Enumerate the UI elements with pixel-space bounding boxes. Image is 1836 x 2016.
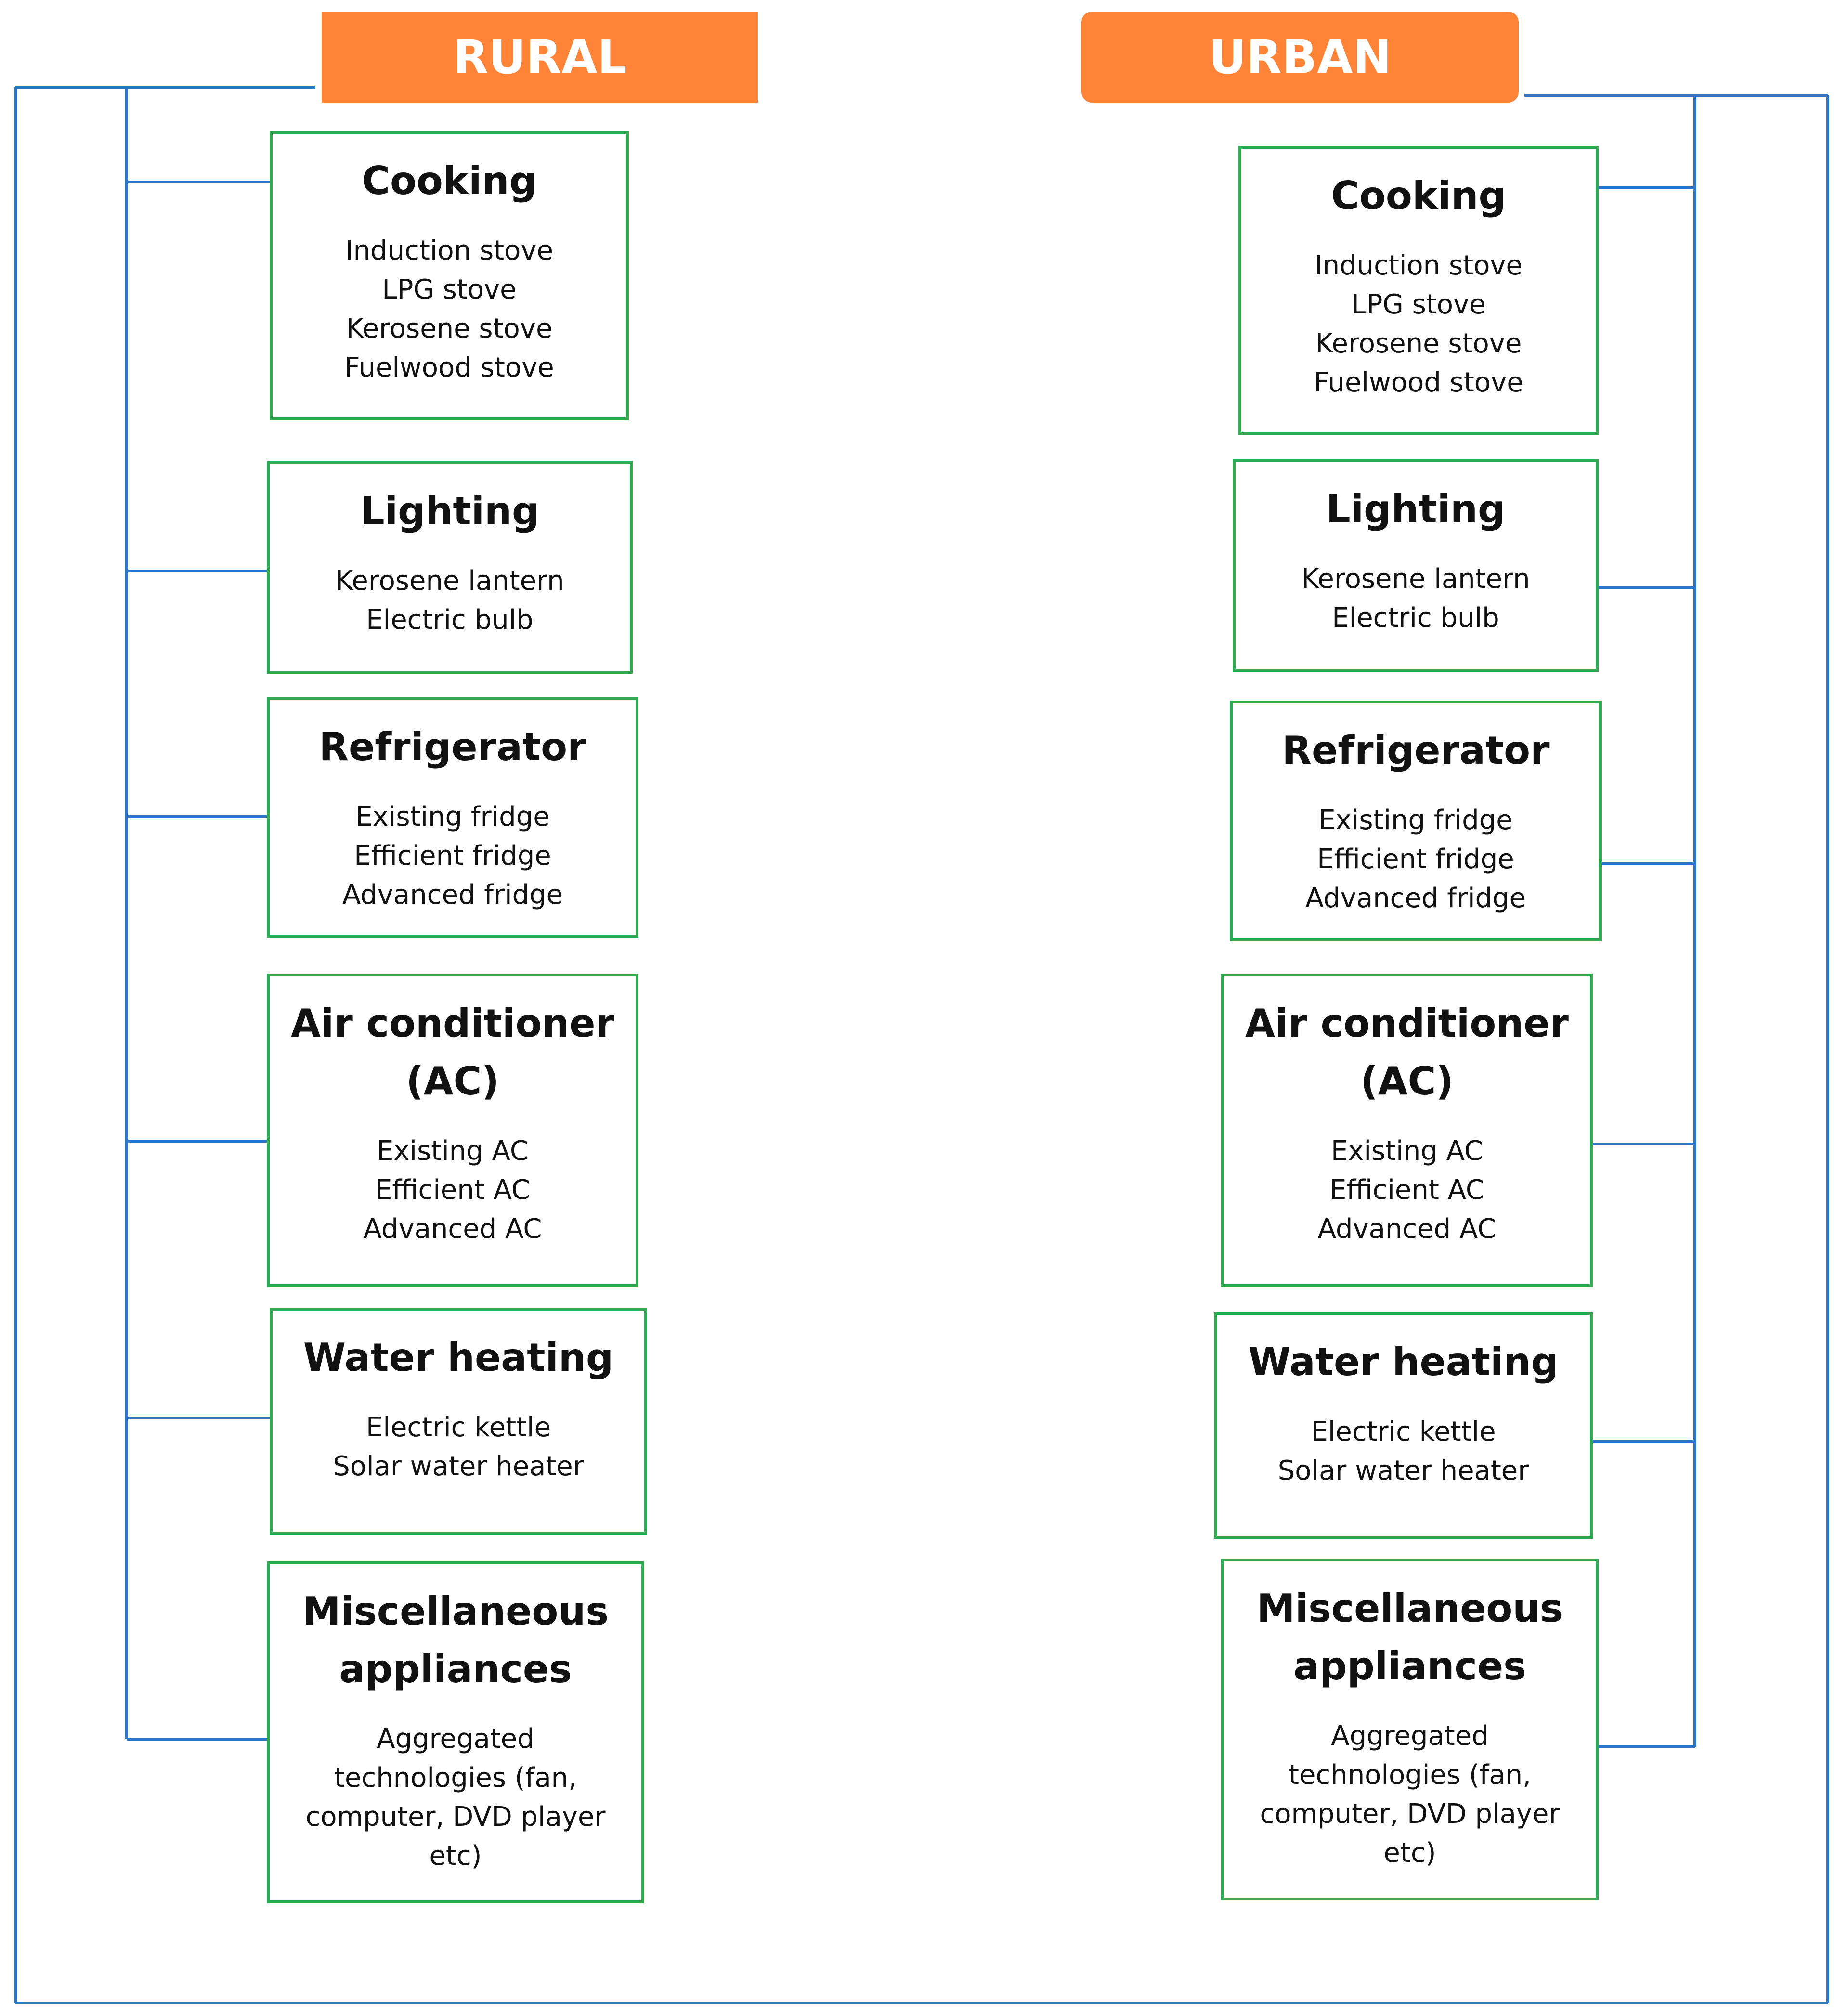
box-item: Advanced fridge	[342, 879, 563, 910]
box-item: Advanced AC	[1317, 1213, 1497, 1245]
box-item-list: Existing AC Efficient AC Advanced AC	[1308, 1132, 1506, 1249]
box-item: Fuelwood stove	[1314, 367, 1523, 398]
box-title: Miscellaneous appliances	[302, 1589, 609, 1691]
box-item: Efficient fridge	[354, 840, 551, 871]
box-item: Electric bulb	[366, 604, 534, 636]
urban-air-conditioner-box: Air conditioner (AC) Existing AC Efficient…	[1221, 974, 1593, 1287]
box-item: Kerosene stove	[1315, 328, 1522, 359]
box-title: Air conditioner (AC)	[1245, 1001, 1569, 1104]
box-item: Aggregated technologies (fan, computer, …	[1260, 1720, 1560, 1869]
box-title: Lighting	[360, 489, 540, 533]
box-title: Refrigerator	[1282, 728, 1550, 773]
box-title: Cooking	[362, 158, 537, 203]
box-item: Electric kettle	[365, 1412, 551, 1443]
box-title: Water heating	[1248, 1340, 1559, 1384]
box-item: Kerosene lantern	[1301, 563, 1530, 595]
box-item: Advanced AC	[363, 1213, 542, 1245]
box-title: Water heating	[303, 1335, 614, 1380]
box-item: Solar water heater	[333, 1451, 584, 1482]
box-item: Electric bulb	[1332, 602, 1499, 634]
box-title: Cooking	[1331, 173, 1506, 218]
box-title: Lighting	[1326, 487, 1506, 532]
box-item: Electric kettle	[1311, 1416, 1496, 1447]
urban-header: URBAN	[1081, 12, 1519, 103]
box-item: Existing AC	[376, 1135, 529, 1167]
box-item: Fuelwood stove	[344, 352, 554, 383]
box-title: Air conditioner (AC)	[291, 1001, 614, 1104]
box-title: Miscellaneous appliances	[1257, 1586, 1563, 1689]
box-item: Induction stove	[345, 235, 553, 266]
rural-header: RURAL	[322, 12, 758, 103]
box-item: Efficient fridge	[1317, 844, 1514, 875]
box-item: Existing fridge	[355, 801, 550, 832]
box-item: Existing fridge	[1318, 805, 1513, 836]
box-item: Induction stove	[1315, 250, 1523, 281]
box-item: Advanced fridge	[1305, 883, 1526, 914]
box-item-list: Aggregated technologies (fan, computer, …	[296, 1719, 615, 1875]
box-item: Kerosene stove	[346, 313, 553, 344]
box-item-list: Existing AC Efficient AC Advanced AC	[354, 1132, 552, 1249]
box-item: Efficient AC	[375, 1174, 530, 1206]
box-item: Aggregated technologies (fan, computer, …	[305, 1723, 606, 1872]
box-item: Kerosene lantern	[335, 565, 564, 597]
box-item: LPG stove	[382, 274, 517, 305]
box-item: Efficient AC	[1329, 1174, 1484, 1206]
box-item-list: Aggregated technologies (fan, computer, …	[1250, 1717, 1569, 1873]
box-item: LPG stove	[1351, 289, 1486, 320]
box-title: Refrigerator	[319, 725, 586, 769]
box-item: Existing AC	[1330, 1135, 1484, 1167]
box-item: Solar water heater	[1277, 1455, 1529, 1486]
rural-air-conditioner-box: Air conditioner (AC) Existing AC Efficient…	[267, 974, 638, 1287]
